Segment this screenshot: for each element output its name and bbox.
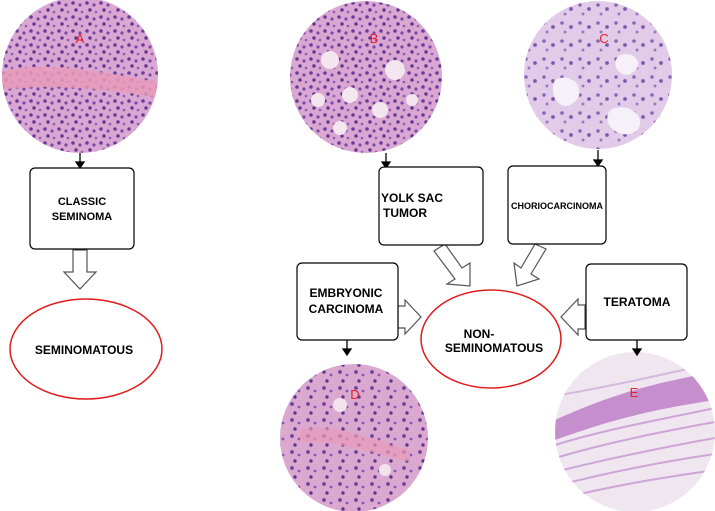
box-embryonic-line2: CARCINOMA — [309, 302, 384, 316]
box-classic-seminoma: CLASSIC SEMINOMA — [29, 167, 135, 250]
micrograph-c: C — [524, 1, 672, 149]
box-embryonic-carcinoma: EMBRYONIC CARCINOMA — [296, 262, 399, 341]
ellipse-non-seminomatous-line2: SEMINOMATOUS — [445, 341, 543, 355]
block-arrow-choriocarcinoma — [513, 243, 547, 287]
pointer-arrows — [74, 150, 643, 357]
ellipse-seminomatous: SEMINOMATOUS — [9, 298, 163, 400]
block-arrow-embryonic — [397, 298, 422, 336]
box-teratoma-label: TERATOMA — [604, 295, 671, 309]
box-yolk-sac-tumor: YOLK SAC TUMOR — [378, 166, 484, 246]
box-teratoma: TERATOMA — [585, 263, 688, 341]
box-classic-seminoma-line2: SEMINOMA — [52, 211, 113, 223]
box-choriocarcinoma: CHORIOCARCINOMA — [507, 165, 607, 245]
box-yolk-sac-line2: TUMOR — [383, 206, 427, 220]
micrograph-b-letter: B — [370, 31, 379, 46]
box-yolk-sac-line1: YOLK SAC — [381, 191, 443, 205]
block-arrow-yolk-sac — [433, 243, 471, 287]
micrograph-d-letter: D — [350, 387, 359, 402]
box-embryonic-line1: EMBRYONIC — [310, 286, 383, 300]
micrograph-a: A — [2, 0, 158, 153]
ellipse-non-seminomatous-line1: NON- — [464, 327, 495, 341]
micrograph-a-letter: A — [76, 31, 85, 46]
block-arrow-seminoma — [62, 249, 98, 290]
micrograph-b: B — [290, 1, 442, 153]
micrograph-c-letter: C — [599, 31, 608, 46]
block-arrow-teratoma — [560, 297, 586, 337]
block-arrows — [62, 243, 586, 337]
box-choriocarcinoma-label: CHORIOCARCINOMA — [511, 201, 603, 211]
ellipse-seminomatous-label: SEMINOMATOUS — [35, 343, 133, 357]
micrograph-e: E — [555, 352, 715, 511]
box-classic-seminoma-line1: CLASSIC — [58, 196, 106, 208]
micrograph-e-letter: E — [630, 385, 639, 400]
ellipse-non-seminomatous: NON- SEMINOMATOUS — [420, 289, 562, 389]
micrograph-d: D — [280, 364, 428, 511]
